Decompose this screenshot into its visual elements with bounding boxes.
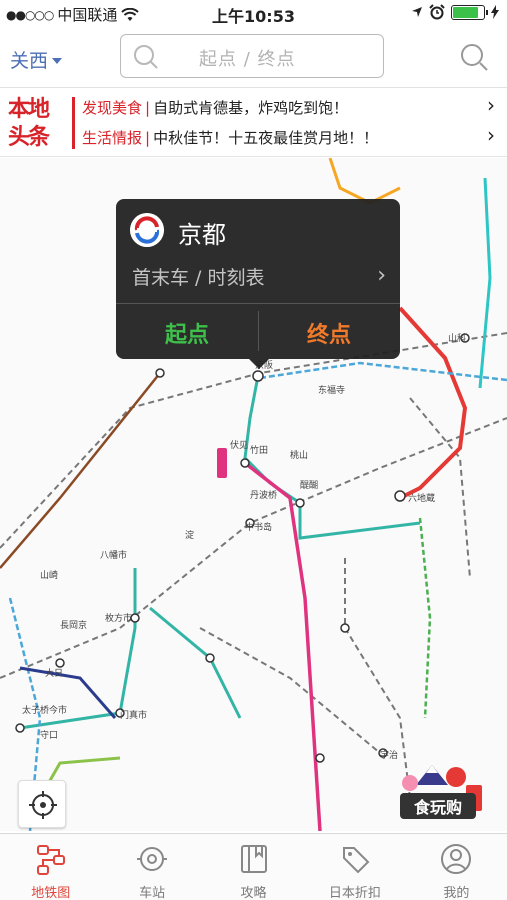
news-item[interactable]: 发现美食 | 自助式肯德基，炸鸡吃到饱！ (82, 97, 348, 118)
profile-icon (441, 844, 472, 874)
logo-line-2: 头条 (8, 124, 50, 150)
status-bar: ●●○○○ 中国联通 上午10:53 (0, 0, 507, 28)
subway-map-icon (36, 845, 65, 875)
local-news-banner: 本地 头条 发现美食 | 自助式肯德基，炸鸡吃到饱！ › 生活情报 | 中秋佳节… (0, 89, 507, 157)
news-divider (72, 97, 75, 149)
map-station-label[interactable]: 長岡京 (60, 619, 87, 631)
subway-map[interactable]: 山科六地蔵东福寺中书岛竹田枚方市门真市大日太子桥今市京阪守口淀八幡市伏见丹波桥宇… (0, 158, 507, 831)
map-station-label[interactable]: 伏见 (230, 439, 248, 451)
region-selector[interactable]: 关西 (10, 46, 63, 73)
chevron-down-icon (52, 57, 63, 64)
crosshair-icon (29, 791, 57, 819)
charging-icon (491, 5, 499, 19)
map-station-label[interactable]: 大日 (45, 667, 63, 679)
food-shopping-ad-badge[interactable]: 食玩购 (396, 755, 488, 827)
popup-divider (116, 303, 400, 304)
timetable-link[interactable]: 首末车 / 时刻表 (132, 267, 265, 289)
map-station-label[interactable]: 桃山 (290, 449, 308, 461)
locate-me-button[interactable] (18, 780, 66, 828)
map-station-label[interactable]: 山科 (448, 332, 466, 344)
tab-station[interactable]: 车站 (101, 834, 202, 900)
tab-label: 我的 (443, 886, 470, 900)
search-button-icon[interactable] (459, 42, 489, 72)
discount-tag-icon (342, 847, 370, 874)
map-station-label[interactable]: 门真市 (120, 709, 147, 721)
tab-label: 地铁图 (31, 886, 71, 900)
map-station-label[interactable]: 六地蔵 (408, 492, 435, 504)
news-tag: 发现美食 (82, 99, 143, 117)
region-label: 关西 (10, 50, 49, 72)
search-header: 关西 起点 / 终点 (0, 28, 507, 88)
bottom-tab-bar: 地铁图 车站 攻略 日本折扣 我的 (0, 833, 507, 900)
news-text: 自助式肯德基，炸鸡吃到饱！ (153, 99, 349, 117)
ad-badge-text: 食玩购 (413, 798, 462, 817)
tab-label: 车站 (139, 886, 166, 900)
status-right (411, 4, 499, 20)
station-icon (137, 847, 168, 871)
map-station-label[interactable]: 中书岛 (245, 521, 272, 533)
map-station-label[interactable]: 山崎 (40, 569, 58, 581)
map-station-label[interactable]: 守口 (40, 729, 58, 741)
popup-pointer (249, 359, 269, 369)
battery-icon (451, 4, 488, 20)
tab-discount[interactable]: 日本折扣 (304, 834, 405, 900)
map-station-label[interactable]: 宇治 (380, 749, 398, 761)
map-station-label[interactable]: 竹田 (250, 444, 268, 456)
map-line-teal (19, 568, 137, 730)
news-separator: | (145, 128, 151, 147)
transit-logo-icon (130, 213, 164, 247)
map-station-label[interactable]: 枚方市 (105, 612, 132, 624)
map-station-label[interactable]: 东福寺 (318, 384, 345, 396)
status-left: ●●○○○ 中国联通 (6, 4, 140, 25)
map-station-label[interactable]: 丹波桥 (250, 489, 277, 501)
search-placeholder: 起点 / 终点 (199, 49, 296, 70)
local-news-logo: 本地 头条 (8, 95, 60, 151)
news-item[interactable]: 生活情报 | 中秋佳节！十五夜最佳赏月地！！ (82, 127, 378, 148)
map-station-label[interactable]: 淀 (185, 529, 194, 541)
map-station-label[interactable]: 醍醐 (300, 479, 318, 491)
map-line-navy (19, 666, 117, 719)
map-line-brown (0, 372, 161, 569)
signal-icon: ●●○○○ (6, 7, 54, 22)
route-search-input[interactable]: 起点 / 终点 (120, 34, 384, 78)
tab-label: 攻略 (240, 886, 267, 900)
tab-profile[interactable]: 我的 (406, 834, 507, 900)
set-start-button[interactable]: 起点 (164, 323, 209, 348)
chevron-right-icon[interactable]: › (377, 263, 386, 288)
map-station-label[interactable]: 八幡市 (100, 549, 127, 561)
news-tag: 生活情报 (82, 129, 143, 147)
set-end-button[interactable]: 终点 (306, 323, 351, 348)
news-separator: | (145, 98, 151, 117)
logo-line-1: 本地 (8, 96, 50, 122)
station-popup: 京都 首末车 / 时刻表 › 起点 终点 (116, 199, 400, 369)
wifi-icon (121, 7, 140, 21)
map-line-teal (149, 606, 242, 719)
popup-divider (258, 311, 259, 351)
alarm-icon (429, 4, 445, 20)
news-text: 中秋佳节！十五夜最佳赏月地！！ (153, 129, 379, 147)
map-line-magenta (243, 461, 322, 831)
map-station-label[interactable]: 太子桥今市 (22, 704, 67, 716)
chevron-right-icon[interactable]: › (487, 93, 495, 117)
search-icon (134, 45, 158, 69)
station-name: 京都 (178, 221, 226, 249)
map-line-cyan (478, 177, 492, 389)
map-line-blue (259, 361, 507, 382)
location-arrow-icon (412, 7, 422, 17)
line-marker (217, 448, 227, 478)
status-time: 上午10:53 (212, 7, 295, 26)
tab-label: 日本折扣 (328, 886, 381, 900)
map-line-red (398, 306, 468, 500)
map-line-green (418, 517, 432, 719)
ad-badge-icon: 食玩购 (400, 765, 482, 819)
tab-subway-map[interactable]: 地铁图 (0, 834, 101, 900)
tab-guide[interactable]: 攻略 (203, 834, 304, 900)
map-line-orange (328, 158, 401, 205)
chevron-right-icon[interactable]: › (487, 123, 495, 147)
carrier-label: 中国联通 (57, 6, 118, 24)
guide-book-icon (240, 845, 267, 873)
